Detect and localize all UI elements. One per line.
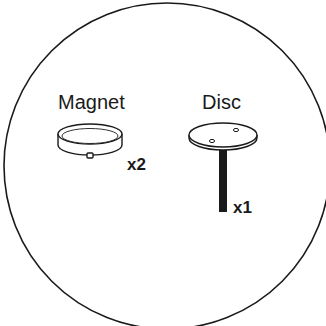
callout-circle — [4, 3, 326, 326]
part-name: Disc — [202, 92, 241, 112]
quantity-label: x1 — [233, 199, 252, 216]
quantity-label: x2 — [127, 156, 146, 173]
magnet-drawing — [58, 124, 122, 158]
part-name: Magnet — [58, 92, 125, 112]
